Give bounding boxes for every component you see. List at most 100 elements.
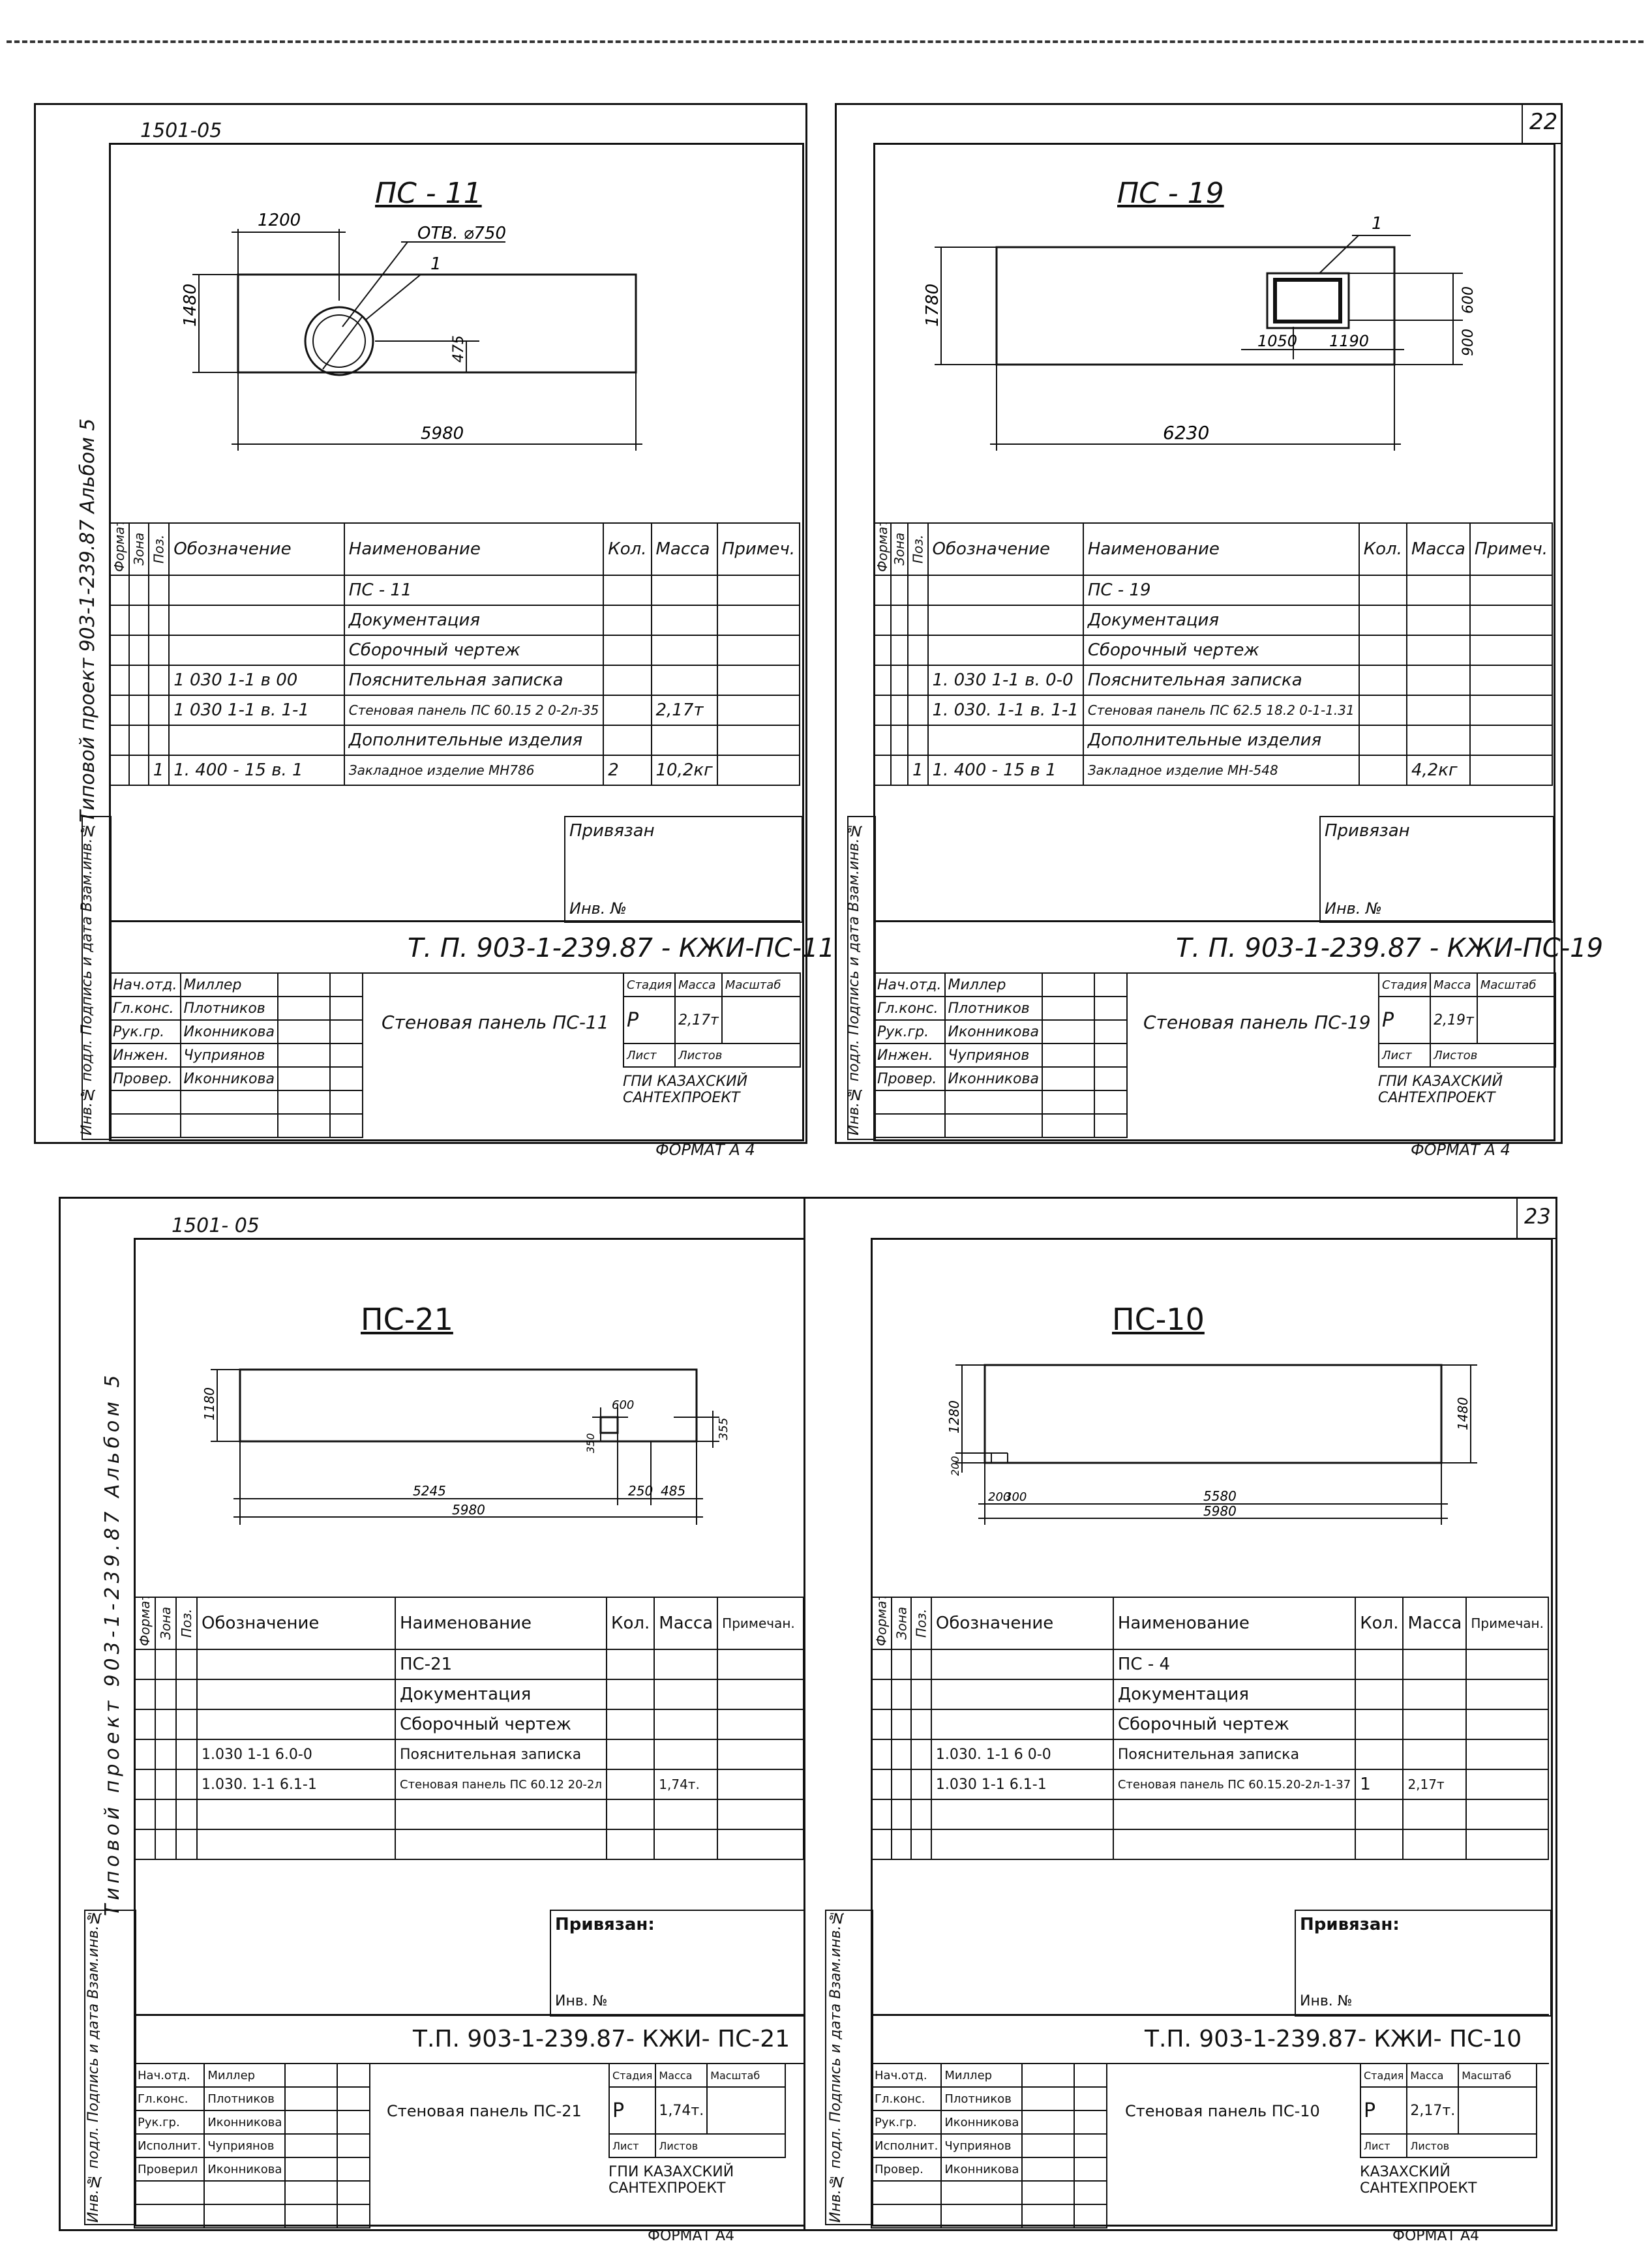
- svg-text:600: 600: [612, 1398, 634, 1412]
- spec-row: [134, 1829, 804, 1860]
- svg-text:300: 300: [1004, 1490, 1027, 1504]
- ps-19-panel-drawing: 1 1780 600 900 1050 1190 6230: [923, 214, 1477, 451]
- format-label: ФОРМАТ А4: [648, 2228, 735, 2244]
- ps-11-panel-drawing: 1200 ОТВ. ⌀750 1 1480 475 5980: [181, 211, 642, 451]
- svg-text:900: 900: [1460, 329, 1477, 356]
- doc-code: Т. П. 903-1-239.87 - КЖИ-ПС-11: [408, 933, 835, 963]
- svg-text:5980: 5980: [421, 424, 464, 443]
- svg-text:1180: 1180: [202, 1387, 217, 1420]
- spec-row: Сборочный чертеж: [134, 1709, 804, 1740]
- spec-row: ПС - 4: [871, 1649, 1549, 1680]
- sheet-ps-19: 22 Инв.№ подл. Подпись и дата Взам.инв.№…: [835, 103, 1603, 1159]
- page-number-box: 23: [1516, 1199, 1557, 1239]
- svg-text:1480: 1480: [181, 284, 200, 327]
- svg-text:5580: 5580: [1203, 1488, 1237, 1504]
- org-name: КАЗАХСКИЙ САНТЕХПРОЕКТ: [1360, 2164, 1477, 2197]
- ps-21-panel-drawing: 1180 600 350 355 5245 250 485 5980: [202, 1368, 730, 1525]
- doc-title: Стеновая панель ПС-11: [382, 1012, 609, 1033]
- svg-text:1: 1: [1372, 214, 1383, 233]
- svg-text:6230: 6230: [1163, 422, 1209, 443]
- format-label: ФОРМАТ А 4: [655, 1141, 755, 1159]
- spec-row: [871, 1799, 1549, 1830]
- signature-block: Нач.отд.Миллер Гл.конс.Плотников Рук.гр.…: [870, 2063, 1108, 2229]
- spec-row: ПС - 19: [873, 575, 1554, 606]
- svg-text:1280: 1280: [946, 1400, 962, 1434]
- spec-row: Документация: [871, 1679, 1549, 1710]
- org-name: ГПИ КАЗАХСКИЙ САНТЕХПРОЕКТ: [623, 1073, 748, 1106]
- drawing-title: ПС-21: [361, 1302, 453, 1337]
- svg-text:1: 1: [430, 254, 442, 274]
- svg-text:200: 200: [949, 1456, 961, 1476]
- series-label: 1501- 05: [172, 1214, 260, 1237]
- svg-text:1780: 1780: [923, 284, 942, 327]
- svg-text:600: 600: [1460, 286, 1477, 314]
- doc-title: Стеновая панель ПС-19: [1143, 1012, 1371, 1033]
- doc-title: Стеновая панель ПС-10: [1125, 2102, 1320, 2120]
- svg-text:350: 350: [584, 1433, 597, 1453]
- privyazan-box: Привязан Инв. №: [1319, 816, 1554, 923]
- spec-row: ПС-21: [134, 1649, 804, 1680]
- svg-text:1050: 1050: [1257, 332, 1297, 350]
- svg-text:ОТВ. ⌀750: ОТВ. ⌀750: [417, 224, 506, 243]
- signature-block: Нач.отд.Миллер Гл.конс.Плотников Рук.гр.…: [109, 972, 363, 1138]
- svg-text:485: 485: [661, 1483, 685, 1499]
- drawing-title: ПС-10: [1112, 1302, 1205, 1337]
- privyazan-box: Привязан: Инв. №: [1295, 1910, 1552, 2017]
- sheet-ps-10: 23 Инв.№ подл. Подпись и дата Взам.инв.№…: [803, 1197, 1557, 2244]
- sheet-ps-21: 1501- 05 Типовой проект 903-1-239.87 Аль…: [59, 1197, 808, 2244]
- dim-1200: 1200: [258, 211, 301, 230]
- spec-table: Формат Зона Поз. Обозначение Наименовани…: [871, 1597, 1549, 1860]
- org-name: ГПИ КАЗАХСКИЙ САНТЕХПРОЕКТ: [608, 2164, 734, 2197]
- spec-row: Сборочный чертеж: [873, 635, 1554, 666]
- doc-title: Стеновая панель ПС-21: [387, 2102, 582, 2120]
- org-name: ГПИ КАЗАХСКИЙ САНТЕХПРОЕКТ: [1378, 1073, 1503, 1106]
- svg-text:5980: 5980: [1203, 1503, 1237, 1519]
- drawing-title: ПС - 19: [1117, 177, 1224, 210]
- drawing-title: ПС - 11: [375, 177, 482, 210]
- svg-text:1190: 1190: [1329, 332, 1369, 350]
- sheet-ps-11: 1501-05 Типовой проект 903-1-239.87 Альб…: [34, 103, 835, 1159]
- signature-block: Нач.отд.Миллер Гл.конс.Плотников Рук.гр.…: [133, 2063, 371, 2229]
- svg-text:5980: 5980: [452, 1502, 485, 1518]
- privyazan-box: Привязан Инв. №: [564, 816, 803, 923]
- spec-table: Формат Зона Поз. Обозначение Наименовани…: [134, 1597, 804, 1860]
- ps-10-panel-drawing: 1280 1480 200 200 300 5580 5980: [946, 1364, 1477, 1525]
- svg-text:250: 250: [628, 1483, 653, 1499]
- svg-text:1480: 1480: [1455, 1397, 1471, 1430]
- spec-row: Сборочный чертеж: [871, 1709, 1549, 1740]
- signature-block: Нач.отд.Миллер Гл.конс.Плотников Рук.гр.…: [873, 972, 1128, 1138]
- doc-code: Т.П. 903-1-239.87- КЖИ- ПС-10: [1145, 2026, 1522, 2052]
- spec-row: Документация: [134, 1679, 804, 1710]
- spec-row: Сборочный чертеж: [109, 635, 801, 666]
- series-label: 1501-05: [140, 119, 222, 142]
- spec-row: ПС - 11: [109, 575, 801, 606]
- svg-text:200: 200: [988, 1490, 1010, 1504]
- svg-text:355: 355: [717, 1418, 730, 1440]
- svg-text:475: 475: [451, 335, 467, 363]
- spec-row: Дополнительные изделия: [873, 725, 1554, 756]
- spec-table: Формат Зона Поз. Обозначение Наименовани…: [109, 522, 801, 786]
- spec-row: Дополнительные изделия: [109, 725, 801, 756]
- spec-row: [134, 1799, 804, 1830]
- spec-table: Формат Зона Поз. Обозначение Наименовани…: [873, 522, 1554, 786]
- format-label: ФОРМАТ А4: [1392, 2228, 1480, 2244]
- page-top-dashes: [7, 40, 1644, 43]
- spec-row: Документация: [109, 605, 801, 636]
- spec-row: Документация: [873, 605, 1554, 636]
- format-label: ФОРМАТ А 4: [1411, 1141, 1510, 1159]
- svg-text:5245: 5245: [413, 1483, 446, 1499]
